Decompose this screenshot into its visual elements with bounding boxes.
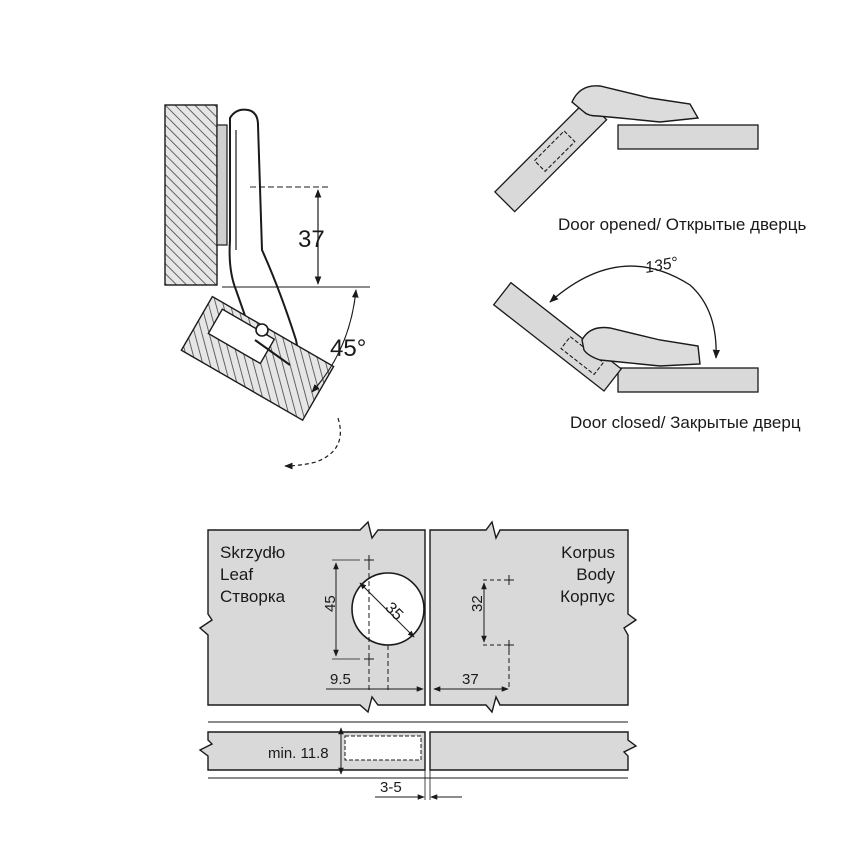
rotation-arrow	[284, 417, 341, 470]
plate-spacing-label: 32	[469, 595, 486, 612]
leaf-label-en: Leaf	[220, 565, 253, 584]
body-label-en: Body	[576, 565, 615, 584]
cabinet-side-panel	[164, 104, 218, 286]
leaf-label-pl: Skrzydło	[220, 543, 285, 562]
door-opened	[493, 98, 608, 213]
door-panel	[180, 295, 335, 422]
cup-spacing-label: 45	[322, 595, 339, 612]
open-angle-label: 135°	[644, 254, 680, 277]
section-view: 37 45°	[164, 104, 370, 470]
angle-label: 45°	[330, 335, 366, 362]
cabinet-body-closed	[617, 367, 759, 393]
opened-caption: Door opened/ Открытые дверць	[558, 215, 806, 234]
body-label-pl: Korpus	[561, 543, 615, 562]
min-depth-label: min. 11.8	[268, 745, 329, 762]
hinge-arm	[228, 108, 299, 372]
closed-caption: Door closed/ Закрытые дверц	[570, 413, 801, 432]
cup-offset-label: 9.5	[330, 671, 351, 688]
open-angle-arc	[549, 265, 720, 359]
hinge-pivot	[255, 323, 269, 337]
hinge-closed	[581, 326, 701, 367]
body-panel	[429, 520, 638, 714]
leaf-label-ru: Створка	[220, 587, 286, 606]
drilling-layout: Skrzydło Leaf Створка Korpus Body Корпус…	[198, 520, 638, 800]
body-label-ru: Корпус	[560, 587, 615, 606]
door-closed-view: 135° Door closed/ Закрытые дверц	[492, 254, 801, 432]
dim-height-label: 37	[298, 226, 325, 253]
door-opened-view: Door opened/ Открытые дверць	[493, 85, 806, 234]
mounting-plate	[216, 124, 228, 246]
gap-label: 3-5	[380, 779, 402, 796]
plate-offset-label: 37	[462, 671, 479, 688]
body-edge-section	[429, 731, 638, 771]
cabinet-body-opened	[617, 124, 759, 150]
cup-depth-section	[344, 735, 422, 761]
hinge-opened	[571, 85, 700, 123]
